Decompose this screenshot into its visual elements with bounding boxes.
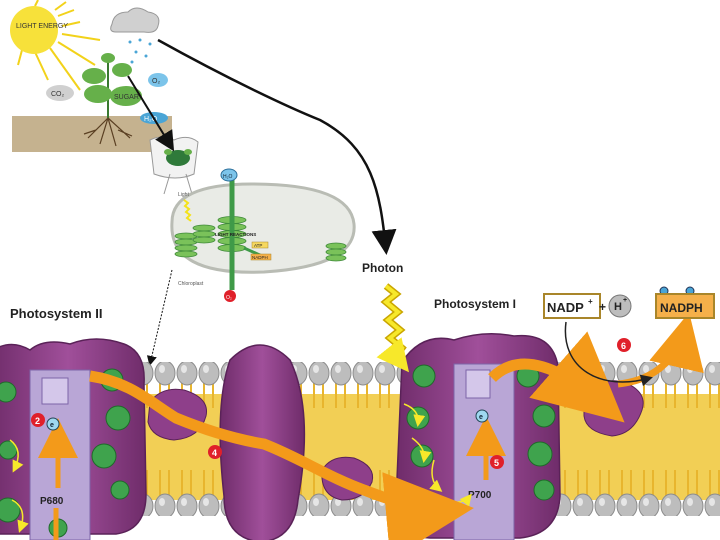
- svg-text:O₂: O₂: [152, 78, 160, 85]
- light-reactions-label: LIGHT REACTIONS: [215, 232, 256, 237]
- leaf-zoom-arrow: [127, 75, 175, 152]
- step-badge-5: 5: [490, 455, 504, 469]
- chloroplast-h2o-badge: H₂O: [220, 168, 238, 182]
- p700-label: P700: [468, 490, 492, 501]
- svg-text:NADP: NADP: [547, 300, 584, 315]
- svg-text:H₂O: H₂O: [223, 174, 233, 180]
- electron-transport-arrow: [89, 370, 474, 540]
- chloroplast-o2-badge: O₂: [224, 290, 236, 302]
- p680-label: P680: [40, 496, 64, 507]
- plus-sign: +: [599, 300, 606, 314]
- o2-bubble: O₂: [148, 73, 168, 87]
- thylakoid-stack-left: [174, 224, 216, 258]
- thylakoid-stack-right: [325, 242, 347, 262]
- cloud-to-photon-arrow: [157, 38, 397, 255]
- plant-icon: [82, 53, 142, 118]
- svg-text:H: H: [614, 301, 622, 313]
- roots: [83, 117, 133, 147]
- svg-text:5: 5: [494, 458, 499, 468]
- nadph-label: NADPH: [660, 301, 703, 315]
- photon-label: Photon: [362, 261, 403, 275]
- sun-icon: LIGHT ENERGY: [10, 0, 101, 91]
- atp-nadph-badges: ATP NADPH: [250, 241, 272, 261]
- svg-text:O₂: O₂: [226, 295, 232, 301]
- svg-text:H₂O: H₂O: [144, 116, 158, 123]
- svg-text:+: +: [623, 297, 627, 304]
- nadp-reduction-arrow: [564, 321, 653, 387]
- svg-text:e: e: [50, 422, 54, 429]
- svg-text:4: 4: [212, 448, 217, 458]
- plant-inset: LIGHT ENERGY SUGAR CO₂ O₂ H₂O: [10, 0, 172, 152]
- nadp-box: NADP +: [543, 293, 601, 319]
- electron-badge-ps1: e: [475, 409, 489, 423]
- light-label: Light: [178, 192, 189, 198]
- electron-badge-ps2: e: [46, 417, 60, 431]
- svg-text:CO₂: CO₂: [51, 91, 65, 98]
- nadph-box: NADPH: [655, 286, 715, 319]
- sugar-label: SUGAR: [114, 94, 139, 101]
- membrane-zoom-arrow: [146, 269, 173, 366]
- photosystem-ii-title: Photosystem II: [10, 306, 102, 321]
- photon-icon: [376, 283, 409, 373]
- step-badge-4: 4: [208, 445, 222, 459]
- ps1-to-ferredoxin-arrow: [488, 331, 625, 423]
- leaf-cell-inset: [149, 136, 199, 195]
- chloroplast-outline: [170, 182, 356, 274]
- step-badge-6: 6: [617, 338, 631, 352]
- hydrogen-ion: H +: [608, 294, 632, 318]
- chloroplast-label: Chloroplast: [178, 281, 204, 287]
- svg-text:2: 2: [35, 416, 40, 426]
- co2-bubble: CO₂: [46, 85, 74, 101]
- svg-text:e: e: [479, 414, 483, 421]
- svg-text:+: +: [588, 297, 593, 306]
- photosystem-i-title: Photosystem I: [434, 297, 516, 311]
- svg-text:ATP: ATP: [254, 243, 262, 248]
- chloroplast-inset: H₂O O₂ LIGHT REACTIONS Light ATP NADPH C…: [170, 168, 356, 302]
- cloud-icon: [110, 7, 160, 33]
- rain-drops: [128, 38, 152, 64]
- step-badge-2: 2: [31, 413, 45, 427]
- svg-text:NADPH: NADPH: [252, 255, 268, 260]
- light-squiggle: [183, 199, 192, 222]
- svg-text:6: 6: [621, 341, 626, 351]
- sun-label: LIGHT ENERGY: [16, 23, 68, 30]
- photosystem-ii-complex: P680: [0, 338, 147, 540]
